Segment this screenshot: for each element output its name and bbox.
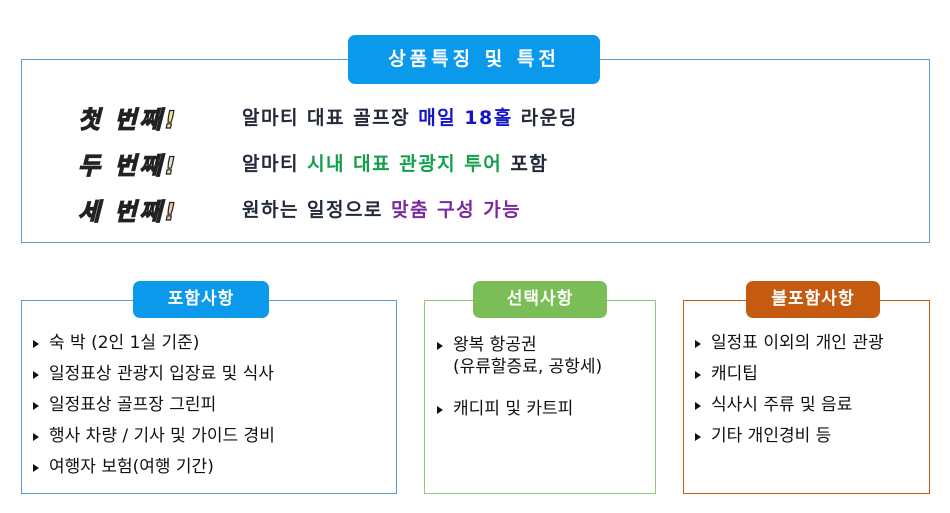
included-item-1: 숙 박 (2인 1실 기준) — [33, 328, 275, 359]
excluded-item-4: 기타 개인경비 등 — [695, 421, 884, 452]
included-panel — [21, 300, 397, 494]
bullet-arrow-icon — [695, 340, 701, 348]
optional-item-label: 왕복 항공권 — [453, 335, 537, 355]
excluded-title-pill: 불포함사항 — [746, 281, 880, 318]
excluded-item-label: 일정표 이외의 개인 관광 — [711, 333, 884, 353]
included-item-label: 숙 박 (2인 1실 기준) — [49, 333, 200, 353]
feature-text-3-before: 원하는 일정으로 — [242, 199, 392, 221]
excluded-item-label: 캐디팁 — [711, 364, 758, 384]
bullet-arrow-icon — [33, 433, 39, 441]
feature-ordinal-3: 세 번째! — [77, 197, 179, 226]
bullet-arrow-icon — [695, 371, 701, 379]
included-item-label: 행사 차량 / 기사 및 가이드 경비 — [49, 426, 275, 446]
optional-list: 왕복 항공권 (유류할증료, 공항세) 캐디피 및 카트피 — [437, 334, 602, 425]
feature-highlight-3: 맞춤 구성 가능 — [391, 199, 522, 221]
included-item-3: 일정표상 골프장 그린피 — [33, 390, 275, 421]
excluded-item-2: 캐디팁 — [695, 359, 884, 390]
feature-ordinal-1: 첫 번째! — [77, 105, 179, 134]
bullet-arrow-icon — [437, 342, 443, 350]
feature-row-1: 첫 번째! 알마티 대표 골프장 매일 18홀 라운딩 — [22, 100, 929, 136]
excluded-panel — [683, 300, 930, 494]
feature-text-2: 알마티 시내 대표 관광지 투어 포함 — [242, 149, 548, 176]
excluded-list: 일정표 이외의 개인 관광 캐디팁 식사시 주류 및 음료 기타 개인경비 등 — [695, 328, 884, 452]
feature-row-3: 세 번째! 원하는 일정으로 맞춤 구성 가능 — [22, 192, 929, 228]
bullet-arrow-icon — [33, 402, 39, 410]
bullet-arrow-icon — [33, 371, 39, 379]
feature-text-1-after: 라운딩 — [512, 107, 578, 129]
features-title-pill: 상품특징 및 특전 — [348, 35, 600, 84]
feature-text-2-after: 포함 — [502, 153, 549, 175]
feature-highlight-2: 시내 대표 관광지 투어 — [307, 153, 503, 175]
included-item-label: 일정표상 골프장 그린피 — [49, 395, 217, 415]
included-item-label: 여행자 보험(여행 기간) — [49, 457, 214, 477]
included-item-2: 일정표상 관광지 입장료 및 식사 — [33, 359, 275, 390]
included-item-label: 일정표상 관광지 입장료 및 식사 — [49, 364, 274, 384]
feature-text-1-before: 알마티 대표 골프장 — [242, 107, 419, 129]
optional-title-pill: 선택사항 — [473, 281, 607, 318]
optional-item-label: 캐디피 및 카트피 — [453, 399, 574, 419]
bullet-arrow-icon — [695, 433, 701, 441]
included-list: 숙 박 (2인 1실 기준) 일정표상 관광지 입장료 및 식사 일정표상 골프… — [33, 328, 275, 483]
optional-item-sublabel: (유류할증료, 공항세) — [453, 357, 603, 377]
excluded-item-1: 일정표 이외의 개인 관광 — [695, 328, 884, 359]
bullet-arrow-icon — [33, 340, 39, 348]
optional-item-2: 캐디피 및 카트피 — [437, 394, 602, 425]
feature-text-3: 원하는 일정으로 맞춤 구성 가능 — [242, 195, 521, 222]
optional-item-1: 왕복 항공권 (유류할증료, 공항세) — [437, 334, 602, 388]
feature-row-2: 두 번째! 알마티 시내 대표 관광지 투어 포함 — [22, 146, 929, 182]
bullet-arrow-icon — [33, 464, 39, 472]
feature-text-2-before: 알마티 — [242, 153, 308, 175]
optional-panel — [424, 300, 656, 494]
excluded-item-label: 기타 개인경비 등 — [711, 426, 832, 446]
features-panel: 첫 번째! 알마티 대표 골프장 매일 18홀 라운딩 두 번째! 알마티 시내… — [21, 59, 930, 243]
feature-highlight-1: 매일 18홀 — [418, 107, 513, 129]
bullet-arrow-icon — [695, 402, 701, 410]
excluded-item-3: 식사시 주류 및 음료 — [695, 390, 884, 421]
included-item-5: 여행자 보험(여행 기간) — [33, 452, 275, 483]
included-title-pill: 포함사항 — [133, 281, 269, 318]
bullet-arrow-icon — [437, 406, 443, 414]
excluded-item-label: 식사시 주류 및 음료 — [711, 395, 853, 415]
feature-text-1: 알마티 대표 골프장 매일 18홀 라운딩 — [242, 103, 578, 130]
feature-ordinal-2: 두 번째! — [77, 151, 179, 180]
included-item-4: 행사 차량 / 기사 및 가이드 경비 — [33, 421, 275, 452]
